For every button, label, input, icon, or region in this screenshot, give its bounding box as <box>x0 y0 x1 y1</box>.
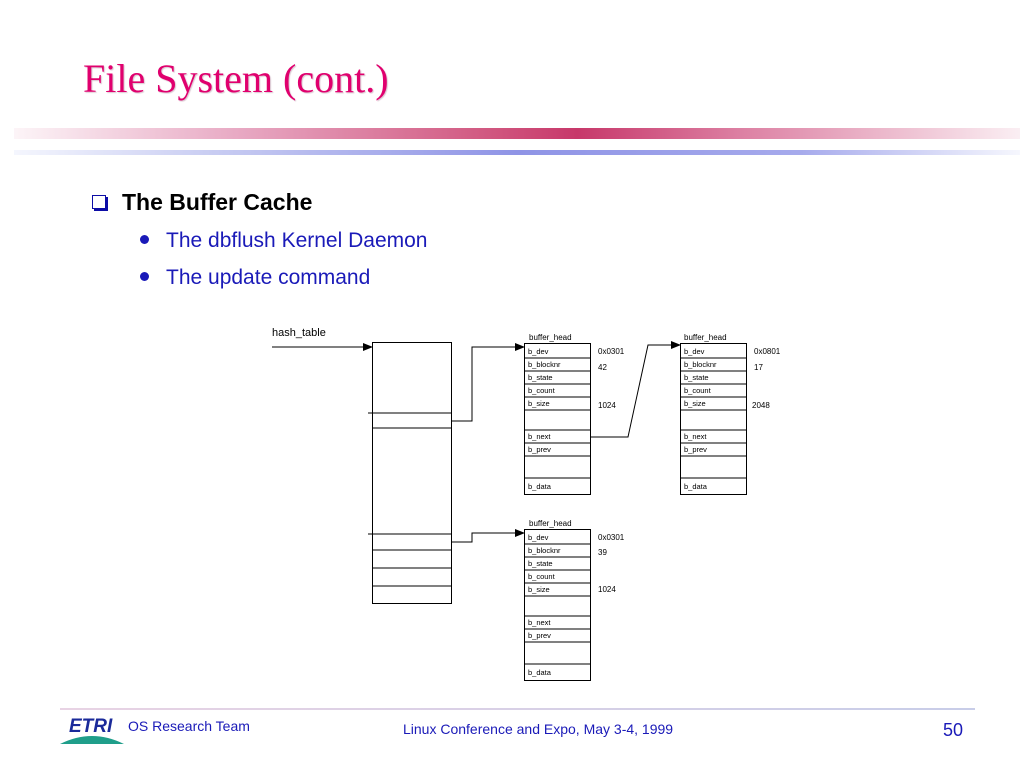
field-value-blocknr: 39 <box>598 548 607 557</box>
field-label: b_prev <box>528 445 551 454</box>
sub-bullet-item: The update command <box>140 266 370 290</box>
field-value-dev: 0x0301 <box>598 347 625 356</box>
sub-bullet-item: The dbflush Kernel Daemon <box>140 229 428 253</box>
page-number: 50 <box>943 720 964 740</box>
slide-title: File System (cont.) <box>83 56 389 101</box>
field-label: b_prev <box>684 445 707 454</box>
field-value-blocknr: 42 <box>598 363 607 372</box>
dot-bullet-icon <box>140 272 149 281</box>
field-value-size: 1024 <box>598 401 616 410</box>
field-label: b_state <box>528 559 553 568</box>
field-label: b_next <box>528 432 551 441</box>
logo-wave-icon <box>60 736 124 744</box>
field-label: b_size <box>684 399 706 408</box>
hash-table-column <box>372 342 452 604</box>
field-label: b_count <box>528 572 556 581</box>
field-label: b_prev <box>528 631 551 640</box>
bullet-text: The Buffer Cache <box>122 189 313 215</box>
field-label: b_next <box>684 432 707 441</box>
buffer-frame <box>524 529 591 681</box>
buffer-head-title: buffer_head <box>529 333 572 342</box>
b-next-arrow <box>590 341 681 438</box>
dot-bullet-icon <box>140 235 149 244</box>
field-value-blocknr: 17 <box>754 363 763 372</box>
field-label: b_size <box>528 585 550 594</box>
field-label: b_dev <box>528 347 549 356</box>
field-label: b_state <box>684 373 709 382</box>
field-label: b_next <box>528 618 551 627</box>
buffer-head-box: buffer_head b_dev b_blocknr b_state b_co… <box>680 333 781 495</box>
field-label: b_count <box>528 386 556 395</box>
buffer-head-title: buffer_head <box>684 333 727 342</box>
field-label: b_state <box>528 373 553 382</box>
field-value-dev: 0x0801 <box>754 347 781 356</box>
bullet-item: The Buffer Cache <box>92 189 312 216</box>
field-label: b_blocknr <box>528 546 561 555</box>
sub-bullet-text: The update command <box>166 266 371 289</box>
footer-conference: Linux Conference and Expo, May 3-4, 1999 <box>403 721 674 737</box>
title-divider-top <box>14 128 1020 139</box>
hash-to-buffer-arrow <box>452 529 525 543</box>
buffer-head-title: buffer_head <box>529 519 572 528</box>
title-divider-bottom <box>14 150 1020 155</box>
etri-logo: ETRI <box>60 716 124 744</box>
checkbox-bullet-icon <box>92 195 106 209</box>
buffer-head-box: buffer_head b_dev b_blocknr b_state b_co… <box>524 333 625 495</box>
field-label: b_data <box>528 482 552 491</box>
sub-bullet-text: The dbflush Kernel Daemon <box>166 229 428 252</box>
buffer-head-box: buffer_head b_dev b_blocknr b_state b_co… <box>524 519 625 681</box>
field-label: b_count <box>684 386 712 395</box>
field-label: b_dev <box>528 533 549 542</box>
hash-table-label: hash_table <box>272 327 326 339</box>
field-value-size: 1024 <box>598 585 616 594</box>
field-value-dev: 0x0301 <box>598 533 625 542</box>
hash-to-buffer-arrow <box>452 343 525 422</box>
footer-team: OS Research Team <box>128 718 250 734</box>
buffer-frame <box>680 343 747 495</box>
field-value-size: 2048 <box>752 401 770 410</box>
field-label: b_dev <box>684 347 705 356</box>
logo-text: ETRI <box>69 716 113 737</box>
footer-divider <box>60 708 975 710</box>
field-label: b_blocknr <box>684 360 717 369</box>
field-label: b_data <box>684 482 708 491</box>
field-label: b_size <box>528 399 550 408</box>
field-label: b_data <box>528 668 552 677</box>
field-label: b_blocknr <box>528 360 561 369</box>
buffer-frame <box>524 343 591 495</box>
